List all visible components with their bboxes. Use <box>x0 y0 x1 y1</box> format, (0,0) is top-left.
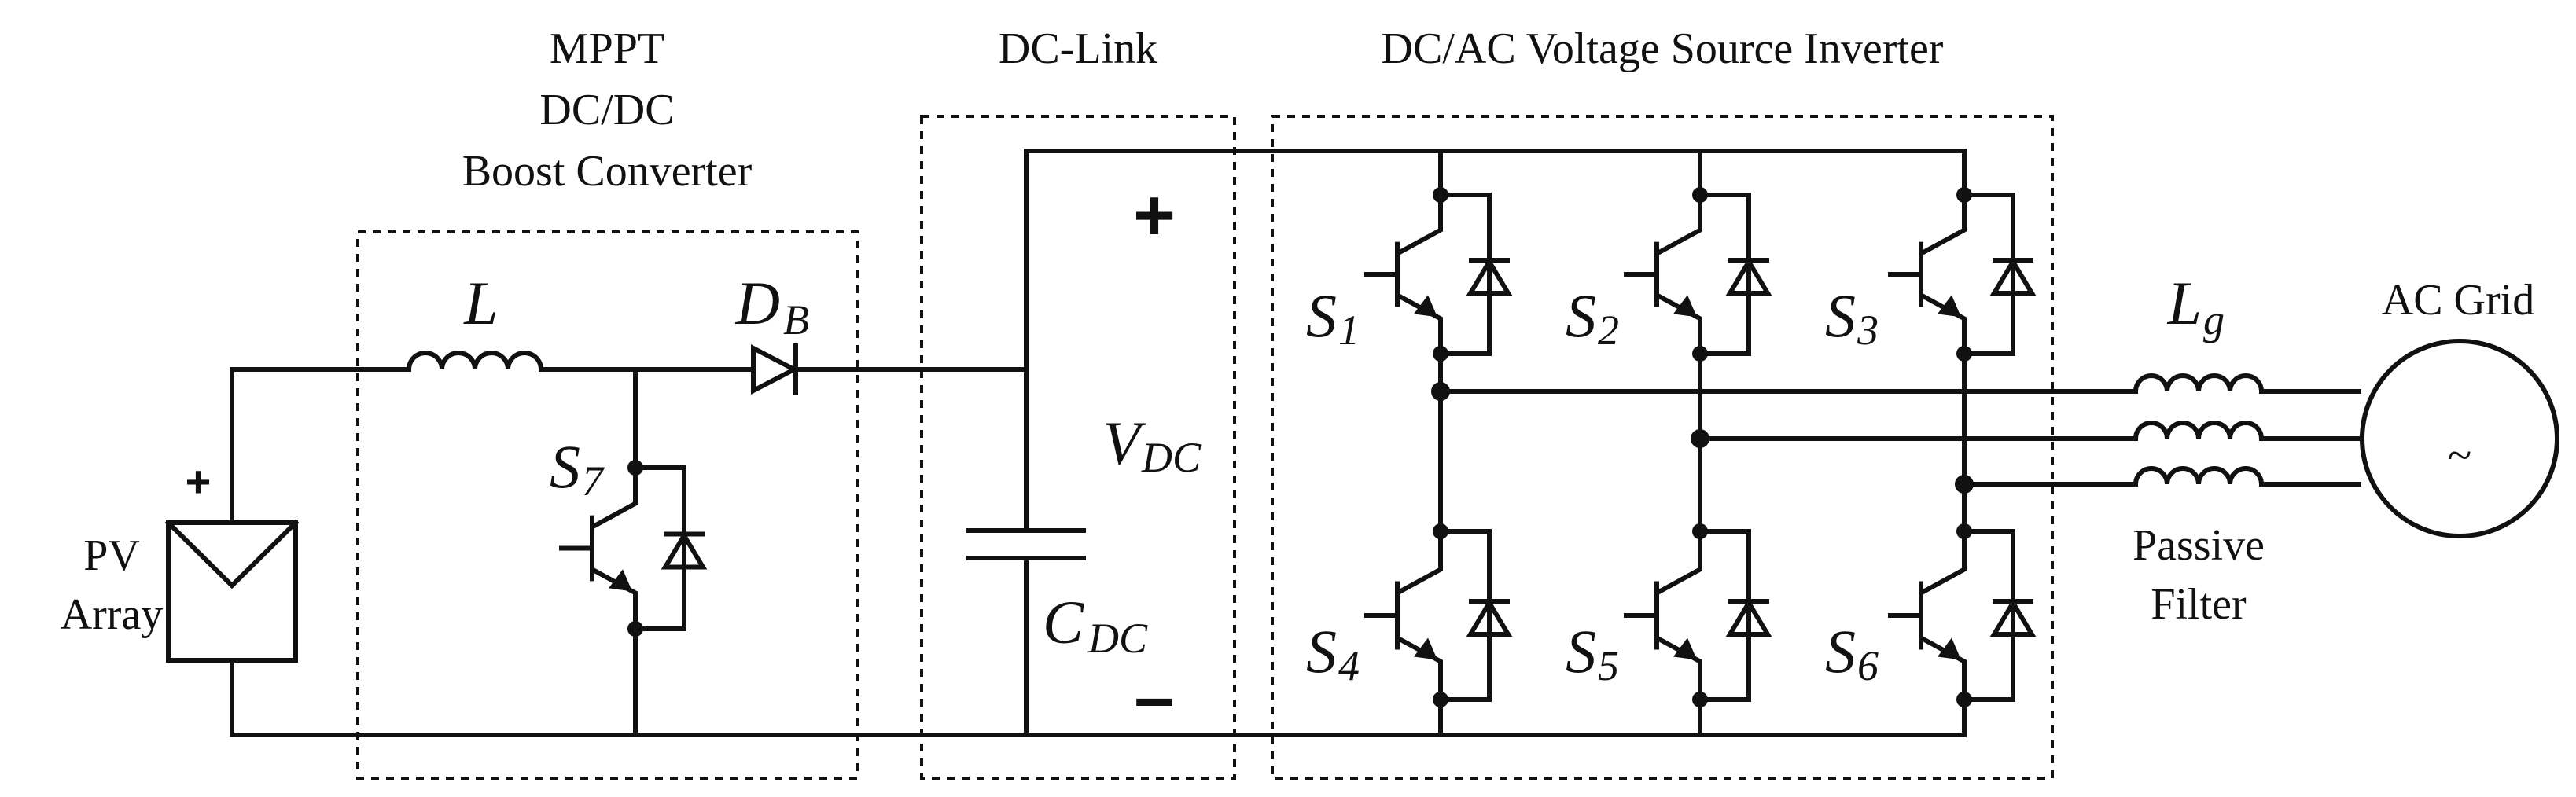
diode-triangle <box>1466 257 1513 296</box>
emitter-arrow <box>609 569 632 592</box>
collector-lead <box>591 468 638 530</box>
rails <box>230 149 1967 737</box>
boost-title-line2: DC/DC <box>539 86 674 134</box>
vdc-label: V <box>1102 409 1146 477</box>
inverter-box <box>1271 115 2054 780</box>
filter-inductors <box>2133 373 2265 487</box>
capacitor-label-sub: DC <box>1087 615 1148 662</box>
emitter-lead <box>1396 635 1443 700</box>
emitter-lead <box>1655 292 1702 354</box>
diode-triangle <box>1466 598 1513 637</box>
collector-lead <box>1396 195 1443 256</box>
s3-label: S <box>1825 281 1856 350</box>
s4-label-sub: 4 <box>1338 642 1360 689</box>
filter-label-line1: Passive <box>2133 521 2265 570</box>
emitter-lead <box>1396 292 1443 354</box>
ac-grid-label: AC Grid <box>2382 276 2534 325</box>
emitter-arrow <box>1673 295 1697 318</box>
boost-title-line1: MPPT <box>550 24 664 73</box>
emitter-lead <box>591 567 638 629</box>
ac-grid-source <box>2360 339 2559 538</box>
pv-label-line1: PV <box>83 531 140 580</box>
boost-switch-s7 <box>559 460 708 637</box>
pv-array-symbol <box>164 519 300 663</box>
s6-label-sub: 6 <box>1857 642 1879 689</box>
emitter-lead <box>1919 292 1967 354</box>
terminal-dot <box>627 460 643 476</box>
s6-label: S <box>1825 617 1856 685</box>
diode-loop <box>1700 193 1751 356</box>
diode-label-sub: B <box>783 296 809 343</box>
s2-label-sub: 2 <box>1598 307 1619 354</box>
s7-label-sub: 7 <box>582 457 605 505</box>
s3-label-sub: 3 <box>1857 307 1879 354</box>
boost-converter-box <box>356 230 859 780</box>
vdc-minus-sign: – <box>1134 657 1174 737</box>
vdc-plus-sign: + <box>1133 175 1176 255</box>
inverter-switch-s6 <box>1888 523 2037 707</box>
phase-lines <box>1438 389 2361 487</box>
diode-triangle <box>661 531 708 570</box>
inductor-label: L <box>463 269 498 337</box>
diode-triangle <box>1725 257 1772 296</box>
inverter-switch-s1 <box>1364 187 1513 362</box>
inverter-switch-s4 <box>1364 523 1513 707</box>
collector-lead <box>1919 531 1967 596</box>
collector-lead <box>1919 195 1967 256</box>
emitter-arrow <box>1938 295 1961 318</box>
diode-triangle <box>1725 598 1772 637</box>
collector-lead <box>1655 531 1702 596</box>
lg-label-sub: g <box>2203 296 2225 343</box>
diode-loop <box>635 465 686 631</box>
filter-label-line2: Filter <box>2151 580 2247 629</box>
pv-label-line2: Array <box>61 590 164 639</box>
emitter-arrow <box>1673 637 1697 660</box>
s1-label: S <box>1306 281 1337 350</box>
emitter-lead <box>1655 635 1702 700</box>
junction-dots <box>1431 382 1974 494</box>
collector-lead <box>1396 531 1443 596</box>
dc-link-title: DC-Link <box>999 24 1157 73</box>
lg-label: L <box>2167 269 2202 337</box>
diode-label: D <box>735 269 780 337</box>
inverter-switch-s3 <box>1888 187 2037 362</box>
emitter-lead <box>1919 635 1967 700</box>
boost-diode <box>751 343 800 395</box>
s5-label: S <box>1566 617 1596 685</box>
inverter-switch-s2 <box>1624 187 1772 362</box>
diode-loop <box>1700 529 1751 702</box>
boost-inductor <box>406 351 544 373</box>
diode-triangle <box>1989 598 2037 637</box>
diode-loop <box>1964 529 2015 702</box>
dc-link-box <box>920 115 1236 780</box>
ac-grid-symbol: ~ <box>2448 432 2471 480</box>
s2-label: S <box>1566 281 1596 350</box>
pv-plus-sign: + <box>186 457 212 506</box>
capacitor-label: C <box>1043 588 1084 656</box>
diode-triangle <box>1989 257 2037 296</box>
collector-lead <box>1655 195 1702 256</box>
emitter-arrow <box>1414 295 1437 318</box>
terminal-dot <box>627 621 643 637</box>
s4-label: S <box>1306 617 1337 685</box>
inverter-switch-s5 <box>1624 523 1772 707</box>
s5-label-sub: 5 <box>1598 642 1619 689</box>
boost-title-line3: Boost Converter <box>462 147 753 196</box>
emitter-arrow <box>1414 637 1437 660</box>
diode-loop <box>1441 193 1492 356</box>
dc-link-capacitor <box>966 528 1086 560</box>
diode-loop <box>1964 193 2015 356</box>
emitter-arrow <box>1938 637 1961 660</box>
vdc-label-sub: DC <box>1141 434 1202 481</box>
diode-loop <box>1441 529 1492 702</box>
s7-label: S <box>550 432 580 501</box>
s1-label-sub: 1 <box>1338 307 1360 354</box>
inverter-title: DC/AC Voltage Source Inverter <box>1382 24 1944 73</box>
